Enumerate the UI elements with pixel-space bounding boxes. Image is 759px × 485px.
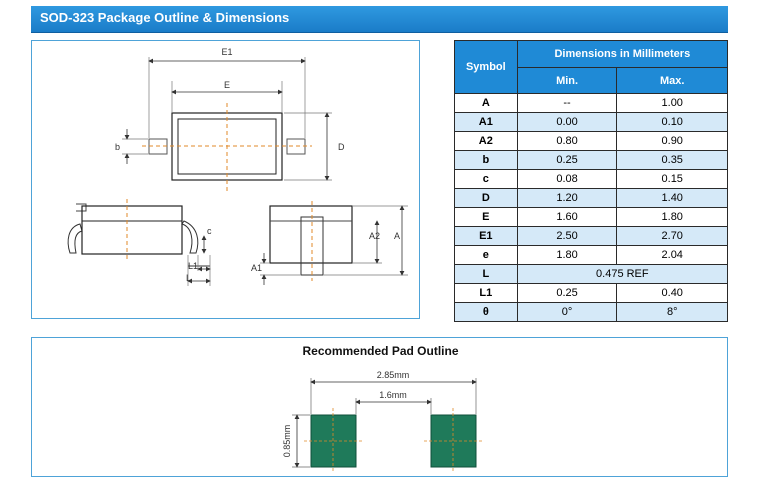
- max-cell: 8°: [616, 302, 728, 322]
- pad-centerlines: [304, 408, 484, 472]
- package-outline-svg: E1 E D b c L1 L: [67, 47, 408, 286]
- min-cell: 0.80: [516, 131, 618, 151]
- dims-header: Dimensions in Millimeters: [516, 40, 729, 68]
- label-e: E: [224, 80, 230, 90]
- symbol-cell: A1: [454, 112, 518, 132]
- min-cell: 1.80: [516, 245, 618, 265]
- label-l: L: [186, 273, 191, 283]
- max-cell: 0.10: [616, 112, 728, 132]
- symbol-header: Symbol: [454, 40, 518, 94]
- symbol-cell: L1: [454, 283, 518, 303]
- pad-title: Recommended Pad Outline: [302, 344, 459, 358]
- pad-right: [430, 414, 477, 468]
- dim-gap: 1.6mm: [379, 390, 407, 400]
- section-title: SOD-323 Package Outline & Dimensions: [40, 10, 290, 25]
- side-view: [67, 199, 211, 286]
- symbol-cell: A: [454, 93, 518, 113]
- label-l1: L1: [188, 261, 198, 271]
- symbol-cell: θ: [454, 302, 518, 322]
- max-cell: 2.04: [616, 245, 728, 265]
- min-cell: 0.25: [516, 283, 618, 303]
- max-cell: 1.40: [616, 188, 728, 208]
- max-cell: 0.40: [616, 283, 728, 303]
- min-cell: 0.00: [516, 112, 618, 132]
- max-cell: 0.90: [616, 131, 728, 151]
- pad-outline-svg: 2.85mm 1.6mm 0.85mm: [282, 370, 484, 472]
- symbol-cell: E1: [454, 226, 518, 246]
- pad-dimension-lines: [292, 378, 477, 468]
- max-cell: 0.35: [616, 150, 728, 170]
- label-a1: A1: [251, 263, 262, 273]
- label-a: A: [394, 231, 400, 241]
- symbol-cell: b: [454, 150, 518, 170]
- min-header: Min.: [516, 67, 618, 94]
- section-header: SOD-323 Package Outline & Dimensions: [31, 6, 728, 33]
- label-d: D: [338, 142, 345, 152]
- min-cell: 0.25: [516, 150, 618, 170]
- max-cell: 2.70: [616, 226, 728, 246]
- label-b: b: [115, 142, 120, 152]
- symbol-cell: D: [454, 188, 518, 208]
- symbol-cell: A2: [454, 131, 518, 151]
- min-cell: 0.08: [516, 169, 618, 189]
- span-cell: 0.475 REF: [516, 264, 729, 284]
- min-cell: 0°: [516, 302, 618, 322]
- max-cell: 1.00: [616, 93, 728, 113]
- table-row: A--1.00: [454, 93, 728, 113]
- max-header: Max.: [616, 67, 728, 94]
- max-cell: 1.80: [616, 207, 728, 227]
- label-a2: A2: [369, 231, 380, 241]
- symbol-cell: E: [454, 207, 518, 227]
- min-cell: 1.20: [516, 188, 618, 208]
- symbol-cell: c: [454, 169, 518, 189]
- symbol-cell: e: [454, 245, 518, 265]
- min-cell: --: [516, 93, 618, 113]
- dim-overall: 2.85mm: [377, 370, 410, 380]
- label-c: c: [207, 226, 212, 236]
- dimensions-table: Symbol Dimensions in Millimeters Min. Ma…: [454, 40, 729, 322]
- top-view: [122, 57, 332, 191]
- min-cell: 2.50: [516, 226, 618, 246]
- package-outline-drawing: E1 E D b c L1 L: [31, 40, 420, 319]
- dim-height: 0.85mm: [282, 425, 292, 458]
- label-e1: E1: [221, 47, 232, 57]
- pad-outline-panel: Recommended Pad Outline 2.85mm 1.6m: [31, 337, 728, 477]
- end-view: [260, 201, 408, 285]
- symbol-cell: L: [454, 264, 518, 284]
- min-cell: 1.60: [516, 207, 618, 227]
- max-cell: 0.15: [616, 169, 728, 189]
